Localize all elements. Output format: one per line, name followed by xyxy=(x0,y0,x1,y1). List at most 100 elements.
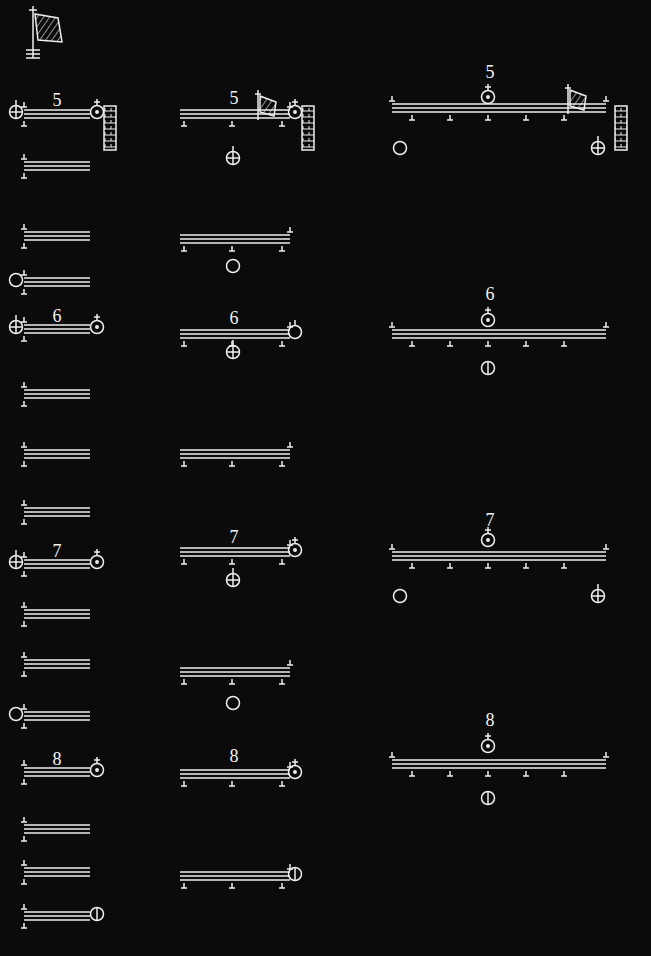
rank-line xyxy=(24,389,90,391)
rank-line xyxy=(24,871,90,873)
rank-line xyxy=(180,871,290,873)
rank-line xyxy=(24,332,90,334)
rank-line xyxy=(392,759,606,761)
callout-number: 7 xyxy=(230,528,239,546)
file-marker xyxy=(21,879,27,884)
file-marker xyxy=(389,752,395,757)
rank-line xyxy=(24,567,90,569)
file-marker xyxy=(181,883,187,888)
rank-line xyxy=(180,453,290,455)
rank-line xyxy=(392,333,606,335)
rank-line xyxy=(24,449,90,451)
callout-number: 8 xyxy=(486,711,495,729)
officer-symbol xyxy=(289,99,302,119)
file-marker xyxy=(279,883,285,888)
rank-line xyxy=(24,515,90,517)
file-marker xyxy=(485,771,491,776)
officer-symbol xyxy=(227,260,240,273)
officer-symbol xyxy=(592,136,605,155)
rank-line xyxy=(24,617,90,619)
file-marker xyxy=(21,552,27,557)
file-marker xyxy=(21,382,27,387)
hatched-block xyxy=(302,106,314,150)
rank-line xyxy=(392,551,606,553)
rank-line xyxy=(24,397,90,399)
file-marker xyxy=(21,173,27,178)
rank-line xyxy=(392,111,606,113)
rank-line xyxy=(24,457,90,459)
officer-symbol xyxy=(10,100,23,119)
file-marker xyxy=(279,461,285,466)
rank-line xyxy=(180,547,290,549)
file-marker xyxy=(447,341,453,346)
file-marker xyxy=(603,322,609,327)
officer-symbol xyxy=(10,550,23,569)
file-marker xyxy=(21,571,27,576)
rank-line xyxy=(24,867,90,869)
rank-line xyxy=(180,242,290,244)
file-marker xyxy=(603,96,609,101)
file-marker xyxy=(21,102,27,107)
rank-line xyxy=(24,824,90,826)
officer-symbol xyxy=(592,584,605,603)
file-marker xyxy=(561,341,567,346)
callout-number: 6 xyxy=(53,307,62,325)
file-marker xyxy=(279,679,285,684)
file-marker xyxy=(21,904,27,909)
hatched-block xyxy=(104,106,116,150)
file-marker xyxy=(389,96,395,101)
file-marker xyxy=(287,442,293,447)
file-marker xyxy=(279,559,285,564)
rank-line xyxy=(24,231,90,233)
file-marker xyxy=(21,860,27,865)
officer-symbol xyxy=(482,84,495,104)
rank-line xyxy=(24,165,90,167)
rank-line xyxy=(24,715,90,717)
rank-line xyxy=(24,169,90,171)
officer-symbol xyxy=(289,868,302,881)
rank-line xyxy=(24,109,90,111)
formation-units xyxy=(10,84,628,928)
file-marker xyxy=(229,781,235,786)
file-marker xyxy=(287,660,293,665)
rank-line xyxy=(24,663,90,665)
file-marker xyxy=(21,621,27,626)
officer-symbol xyxy=(482,362,495,375)
file-marker xyxy=(21,671,27,676)
file-marker xyxy=(21,317,27,322)
file-marker xyxy=(485,563,491,568)
officer-symbol xyxy=(394,142,407,155)
rank-line xyxy=(392,559,606,561)
rank-line xyxy=(24,113,90,115)
rank-line xyxy=(24,393,90,395)
officer-symbol xyxy=(482,733,495,753)
file-marker xyxy=(181,461,187,466)
file-marker xyxy=(447,115,453,120)
rank-line xyxy=(24,511,90,513)
rank-line xyxy=(392,763,606,765)
officer-symbol xyxy=(289,759,302,779)
file-marker xyxy=(21,442,27,447)
rank-line xyxy=(392,329,606,331)
flag xyxy=(570,90,586,110)
file-marker xyxy=(389,544,395,549)
file-marker xyxy=(603,544,609,549)
rank-line xyxy=(180,238,290,240)
officer-symbol xyxy=(227,146,240,165)
rank-line xyxy=(180,675,290,677)
file-marker xyxy=(523,115,529,120)
file-marker xyxy=(287,227,293,232)
rank-line xyxy=(24,239,90,241)
file-marker xyxy=(279,341,285,346)
rank-line xyxy=(24,919,90,921)
officer-symbol xyxy=(482,307,495,327)
rank-line xyxy=(24,828,90,830)
file-marker xyxy=(21,289,27,294)
hatched-block xyxy=(615,106,627,150)
rank-line xyxy=(180,234,290,236)
callout-number: 8 xyxy=(53,750,62,768)
file-marker xyxy=(409,115,415,120)
callout-number: 6 xyxy=(230,309,239,327)
